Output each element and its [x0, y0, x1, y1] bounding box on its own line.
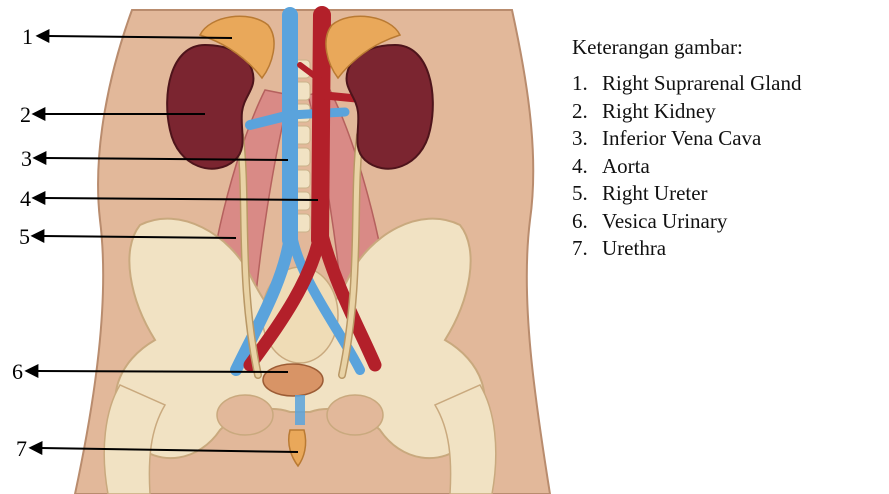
legend-item: 2.Right Kidney — [572, 98, 801, 126]
legend-item-number: 3. — [572, 125, 602, 153]
legend-item: 7.Urethra — [572, 235, 801, 263]
legend-item-label: Urethra — [602, 236, 666, 260]
legend-item-label: Right Ureter — [602, 181, 708, 205]
legend-item: 6.Vesica Urinary — [572, 208, 801, 236]
legend-item-number: 7. — [572, 235, 602, 263]
legend-item-number: 6. — [572, 208, 602, 236]
legend-list: 1.Right Suprarenal Gland 2.Right Kidney … — [572, 70, 801, 263]
callout-arrow-6 — [37, 371, 288, 372]
legend-item: 3.Inferior Vena Cava — [572, 125, 801, 153]
urinary-bladder — [263, 364, 323, 396]
legend-item-label: Right Suprarenal Gland — [602, 71, 801, 95]
legend-item-label: Right Kidney — [602, 99, 716, 123]
legend-item: 5.Right Ureter — [572, 180, 801, 208]
legend-title: Keterangan gambar: — [572, 34, 801, 60]
callout-number-7: 7 — [16, 436, 27, 461]
legend-item: 1.Right Suprarenal Gland — [572, 70, 801, 98]
callout-number-3: 3 — [21, 146, 32, 171]
legend-item-number: 1. — [572, 70, 602, 98]
callout-number-6: 6 — [12, 359, 23, 384]
legend: Keterangan gambar: 1.Right Suprarenal Gl… — [572, 34, 801, 263]
legend-item-label: Aorta — [602, 154, 650, 178]
legend-item-number: 4. — [572, 153, 602, 181]
legend-item-label: Vesica Urinary — [602, 209, 727, 233]
legend-item: 4.Aorta — [572, 153, 801, 181]
right-kidney — [167, 45, 253, 169]
callout-numbers: 1 2 3 4 5 6 7 — [12, 24, 33, 461]
left-obturator-foramen — [217, 395, 273, 435]
callout-number-1: 1 — [22, 24, 33, 49]
legend-item-number: 5. — [572, 180, 602, 208]
left-kidney — [347, 45, 433, 169]
legend-item-number: 2. — [572, 98, 602, 126]
right-obturator-foramen — [327, 395, 383, 435]
callout-number-4: 4 — [20, 186, 31, 211]
callout-number-2: 2 — [20, 102, 31, 127]
legend-item-label: Inferior Vena Cava — [602, 126, 761, 150]
callout-number-5: 5 — [19, 224, 30, 249]
pubic-symphysis — [295, 395, 305, 425]
